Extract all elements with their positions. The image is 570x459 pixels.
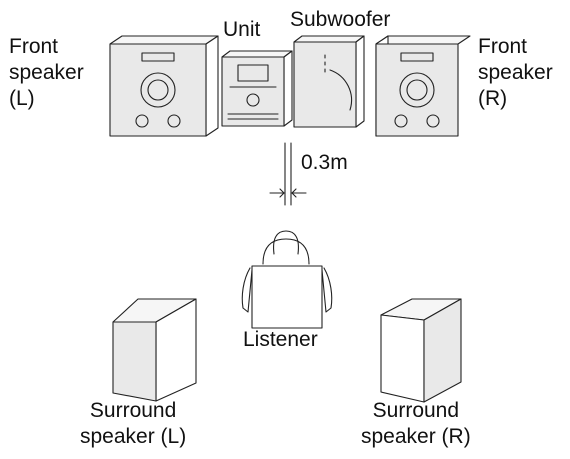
unit-device xyxy=(221,50,293,127)
front-speaker-left xyxy=(109,35,219,137)
surround-speaker-left xyxy=(112,298,197,402)
front-speaker-right xyxy=(375,35,471,137)
front-speaker-left-label: Front speaker (L) xyxy=(9,34,84,112)
front-speaker-right-line-1: Front xyxy=(478,35,528,58)
front-speaker-left-line-3: (L) xyxy=(9,87,35,110)
distance-label: 0.3m xyxy=(301,151,348,174)
subwoofer-device xyxy=(293,35,365,128)
listener-figure xyxy=(241,230,333,329)
surround-speaker-right-line-1: Surround xyxy=(372,399,460,422)
front-speaker-right-label: Front speaker (R) xyxy=(478,34,553,112)
surround-speaker-right xyxy=(380,298,462,403)
surround-speaker-left-label: Surround speaker (L) xyxy=(80,398,186,450)
front-speaker-left-line-2: speaker xyxy=(9,61,84,84)
surround-speaker-right-label: Surround speaker (R) xyxy=(361,398,471,450)
distance-marker xyxy=(269,142,307,206)
front-speaker-left-line-1: Front xyxy=(9,35,59,58)
unit-label: Unit xyxy=(223,18,261,41)
surround-speaker-left-line-1: Surround xyxy=(89,399,177,422)
listener-label: Listener xyxy=(243,328,318,351)
subwoofer-label: Subwoofer xyxy=(290,8,391,31)
surround-speaker-right-line-2: speaker (R) xyxy=(361,425,471,448)
surround-speaker-left-line-2: speaker (L) xyxy=(80,425,187,448)
front-speaker-right-line-2: speaker xyxy=(478,61,553,84)
front-speaker-right-line-3: (R) xyxy=(478,87,508,110)
